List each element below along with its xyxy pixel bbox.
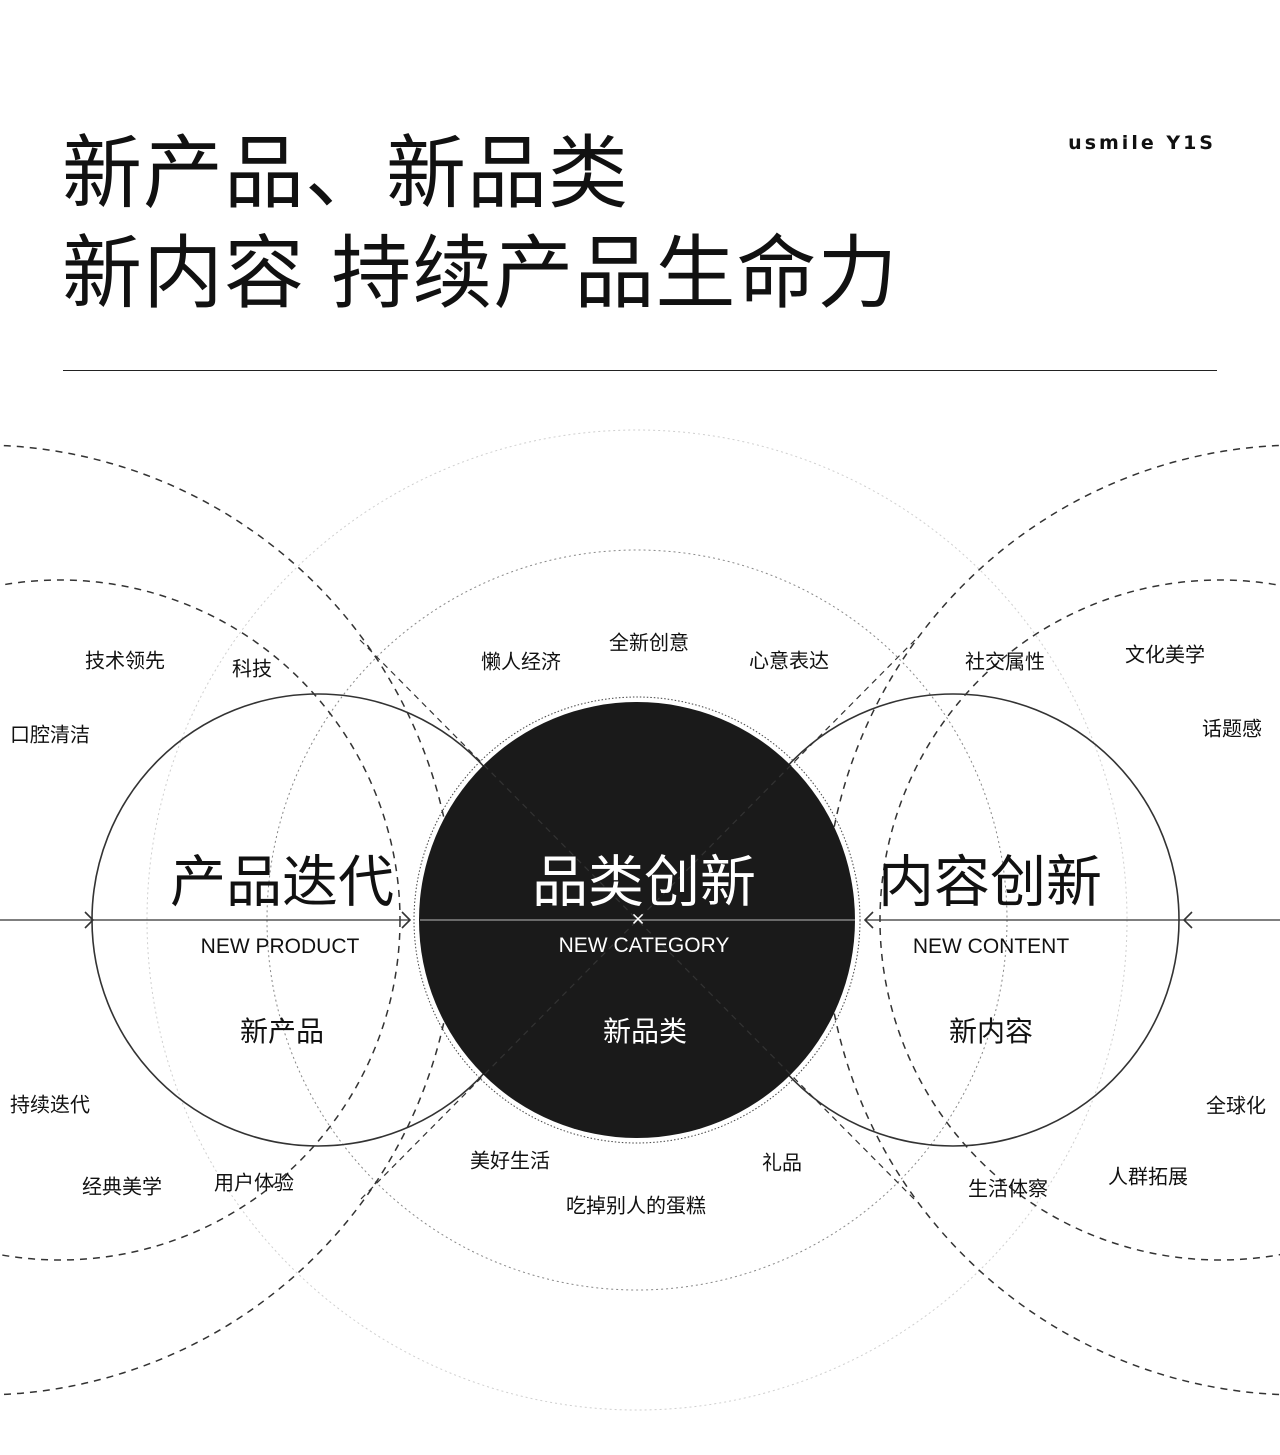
left-circle-caption: 新产品 [239, 1015, 325, 1048]
keyword: 礼品 [762, 1150, 802, 1175]
divider [63, 370, 1217, 371]
center-circle-subtitle: NEW CATEGORY [558, 934, 730, 957]
left-circle-subtitle: NEW PRODUCT [200, 935, 360, 958]
keyword: 口腔清洁 [10, 722, 90, 747]
keyword: 心意表达 [749, 648, 829, 673]
cross-icon: × [630, 908, 646, 930]
keyword: 生活体察 [968, 1176, 1048, 1201]
arrow-left-outer [84, 911, 95, 929]
keyword: 用户体验 [214, 1170, 294, 1195]
center-circle-ring [413, 696, 861, 1144]
keyword: 持续迭代 [10, 1092, 90, 1117]
center-circle-caption: 新品类 [602, 1015, 688, 1048]
title-line-2: 新内容 持续产品生命力 [62, 227, 899, 320]
keyword: 社交属性 [965, 649, 1045, 674]
keyword: 全新创意 [609, 630, 689, 655]
keyword: 全球化 [1206, 1093, 1266, 1118]
keyword: 技术领先 [85, 648, 165, 673]
right-circle-caption: 新内容 [948, 1015, 1034, 1048]
page-title: 新产品、新品类 新内容 持续产品生命力 [62, 124, 898, 324]
arrow-right-outer [1182, 911, 1193, 929]
center-circle-title: 品类创新 [532, 850, 756, 916]
arrow-left-inner [401, 911, 412, 929]
keyword: 经典美学 [82, 1174, 162, 1199]
keyword: 懒人经济 [481, 649, 561, 674]
keyword: 话题感 [1202, 716, 1262, 741]
left-circle-title: 产品迭代 [170, 850, 394, 916]
keyword: 吃掉别人的蛋糕 [566, 1193, 706, 1218]
right-circle-subtitle: NEW CONTENT [912, 935, 1070, 958]
brand-name: usmile Y1S [1068, 132, 1216, 154]
arrow-right-inner [863, 911, 874, 929]
keyword: 人群拓展 [1108, 1164, 1188, 1189]
keyword: 美好生活 [470, 1148, 550, 1173]
keyword: 文化美学 [1125, 642, 1205, 667]
right-circle-title: 内容创新 [878, 850, 1102, 916]
keyword: 科技 [232, 656, 272, 681]
title-line-1: 新产品、新品类 [62, 127, 629, 220]
